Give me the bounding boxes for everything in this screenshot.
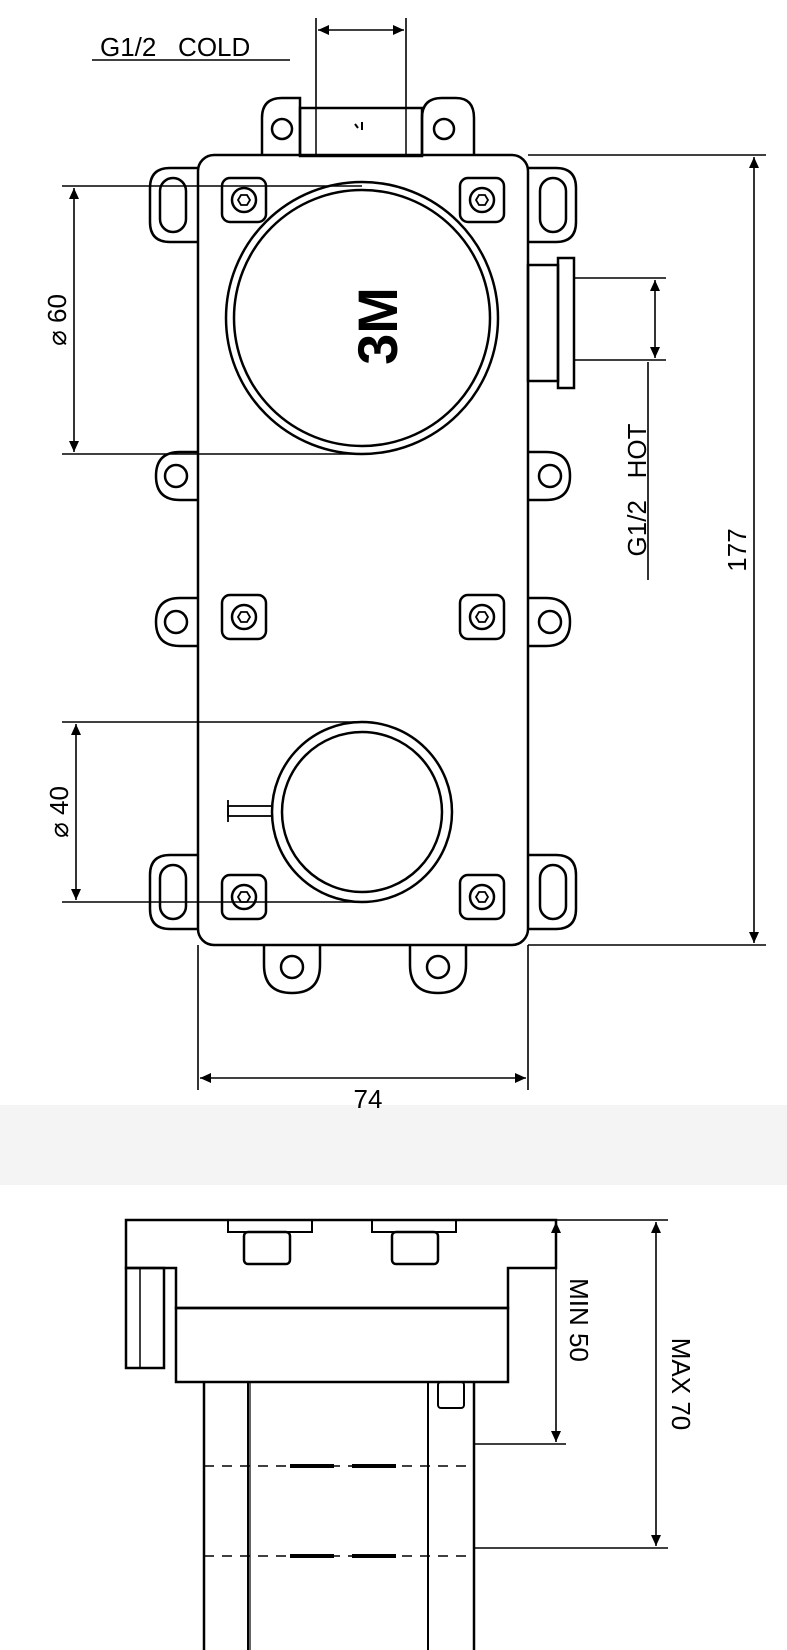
bottom-ears bbox=[262, 945, 468, 995]
brand-logo: 3M bbox=[346, 287, 409, 365]
small-diameter-label: ⌀ 40 bbox=[44, 786, 74, 838]
width-dimension-label: 74 bbox=[354, 1084, 383, 1114]
large-diameter-label: ⌀ 60 bbox=[42, 294, 72, 346]
hot-inlet-label: G1/2 HOT bbox=[622, 423, 652, 556]
cold-inlet-label: G1/2 COLD bbox=[100, 32, 250, 62]
front-dimensions bbox=[62, 18, 766, 1090]
side-view bbox=[124, 1218, 558, 1650]
top-mounting-ears bbox=[260, 96, 476, 158]
front-view bbox=[148, 96, 578, 995]
valve-body bbox=[196, 153, 530, 947]
min-depth-label: MIN 50 bbox=[564, 1278, 594, 1362]
view-separator-band bbox=[0, 1105, 787, 1185]
max-depth-label: MAX 70 bbox=[666, 1338, 696, 1431]
round-side-ears bbox=[154, 450, 572, 648]
side-dimensions bbox=[474, 1219, 668, 1549]
slotted-ears bbox=[148, 166, 578, 931]
hot-inlet bbox=[526, 256, 576, 390]
height-dimension-label: 177 bbox=[722, 528, 752, 571]
